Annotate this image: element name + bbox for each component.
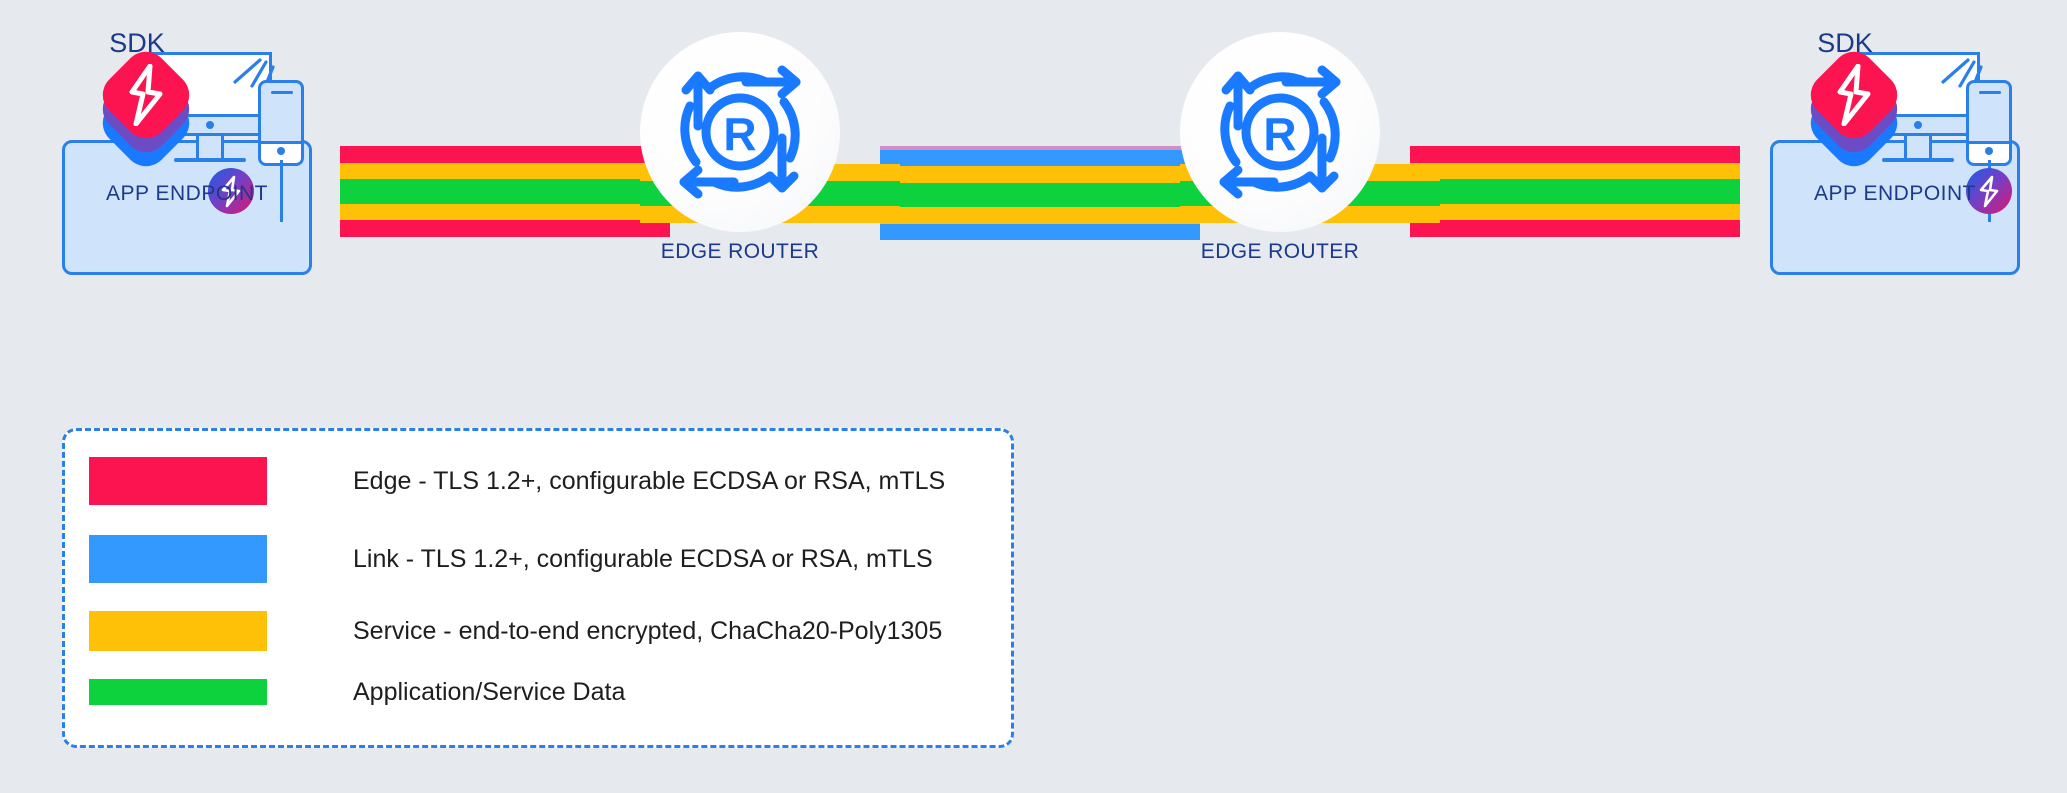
lightning-bolt-icon bbox=[129, 64, 163, 126]
edge-router-right[interactable]: R bbox=[1180, 32, 1380, 232]
legend-label-link: Link - TLS 1.2+, configurable ECDSA or R… bbox=[353, 544, 933, 573]
app-endpoint-label: APP ENDPOINT bbox=[1814, 182, 1976, 205]
band-service-left-top bbox=[340, 163, 670, 179]
app-endpoint-label: APP ENDPOINT bbox=[106, 182, 268, 205]
legend-label-service: Service - end-to-end encrypted, ChaCha20… bbox=[353, 616, 943, 645]
legend-swatch-edge bbox=[89, 457, 267, 505]
band-edge-right-bot bbox=[1410, 220, 1740, 237]
sdk-stack-icon bbox=[1796, 42, 1912, 176]
legend-item-app-data: Application/Service Data bbox=[89, 677, 626, 706]
ziti-bolt-badge-icon bbox=[208, 168, 254, 214]
legend-item-link: Link - TLS 1.2+, configurable ECDSA or R… bbox=[89, 535, 933, 583]
router-disc bbox=[640, 32, 840, 232]
edge-router-icon: R bbox=[679, 65, 801, 199]
sdk-label: SDK bbox=[109, 28, 165, 58]
band-link-mid-top-2 bbox=[880, 150, 1200, 166]
band-link-mid-top bbox=[880, 146, 1200, 150]
ziti-bolt-badge-icon bbox=[1966, 168, 2012, 214]
sdk-label: SDK bbox=[1817, 28, 1873, 58]
legend-panel: Edge - TLS 1.2+, configurable ECDSA or R… bbox=[62, 428, 1014, 748]
sdk-stack-icon bbox=[88, 42, 204, 176]
svg-text:R: R bbox=[1263, 108, 1296, 160]
mobile-phone-icon bbox=[1966, 80, 2012, 166]
router-disc bbox=[1180, 32, 1380, 232]
svg-text:R: R bbox=[723, 108, 756, 160]
legend-label-edge: Edge - TLS 1.2+, configurable ECDSA or R… bbox=[353, 466, 946, 495]
legend-swatch-app-data bbox=[89, 679, 267, 705]
band-edge-right-top bbox=[1410, 146, 1740, 163]
legend-swatch-service bbox=[89, 611, 267, 651]
band-edge-left-top bbox=[340, 146, 670, 163]
app-endpoint-left[interactable]: SDK APP ENDPOINT bbox=[52, 0, 382, 300]
legend-item-service: Service - end-to-end encrypted, ChaCha20… bbox=[89, 611, 942, 651]
mobile-phone-icon bbox=[258, 80, 304, 166]
legend-label-app-data: Application/Service Data bbox=[353, 677, 626, 706]
app-endpoint-right[interactable]: SDK APP ENDPOINT bbox=[1740, 0, 2067, 300]
band-service-right-top bbox=[1410, 163, 1740, 179]
badge-connector bbox=[280, 160, 283, 222]
band-app-mid bbox=[880, 183, 1200, 207]
band-app-right bbox=[1410, 179, 1740, 204]
band-link-mid-bot bbox=[880, 224, 1200, 240]
band-app-left bbox=[340, 179, 670, 204]
band-service-mid-top bbox=[880, 166, 1200, 183]
edge-router-icon: R bbox=[1219, 65, 1341, 199]
edge-router-right-label: EDGE ROUTER bbox=[1200, 240, 1360, 263]
legend-item-edge: Edge - TLS 1.2+, configurable ECDSA or R… bbox=[89, 457, 945, 505]
band-service-right-bot bbox=[1410, 204, 1740, 220]
edge-router-left[interactable]: R bbox=[640, 32, 840, 232]
legend-swatch-link bbox=[89, 535, 267, 583]
lightning-bolt-icon bbox=[1837, 64, 1871, 126]
band-edge-left-bot bbox=[340, 220, 670, 237]
edge-router-left-label: EDGE ROUTER bbox=[660, 240, 820, 263]
band-service-mid-bot bbox=[880, 207, 1200, 224]
band-service-left-bot bbox=[340, 204, 670, 220]
endpoint-box bbox=[62, 140, 312, 275]
